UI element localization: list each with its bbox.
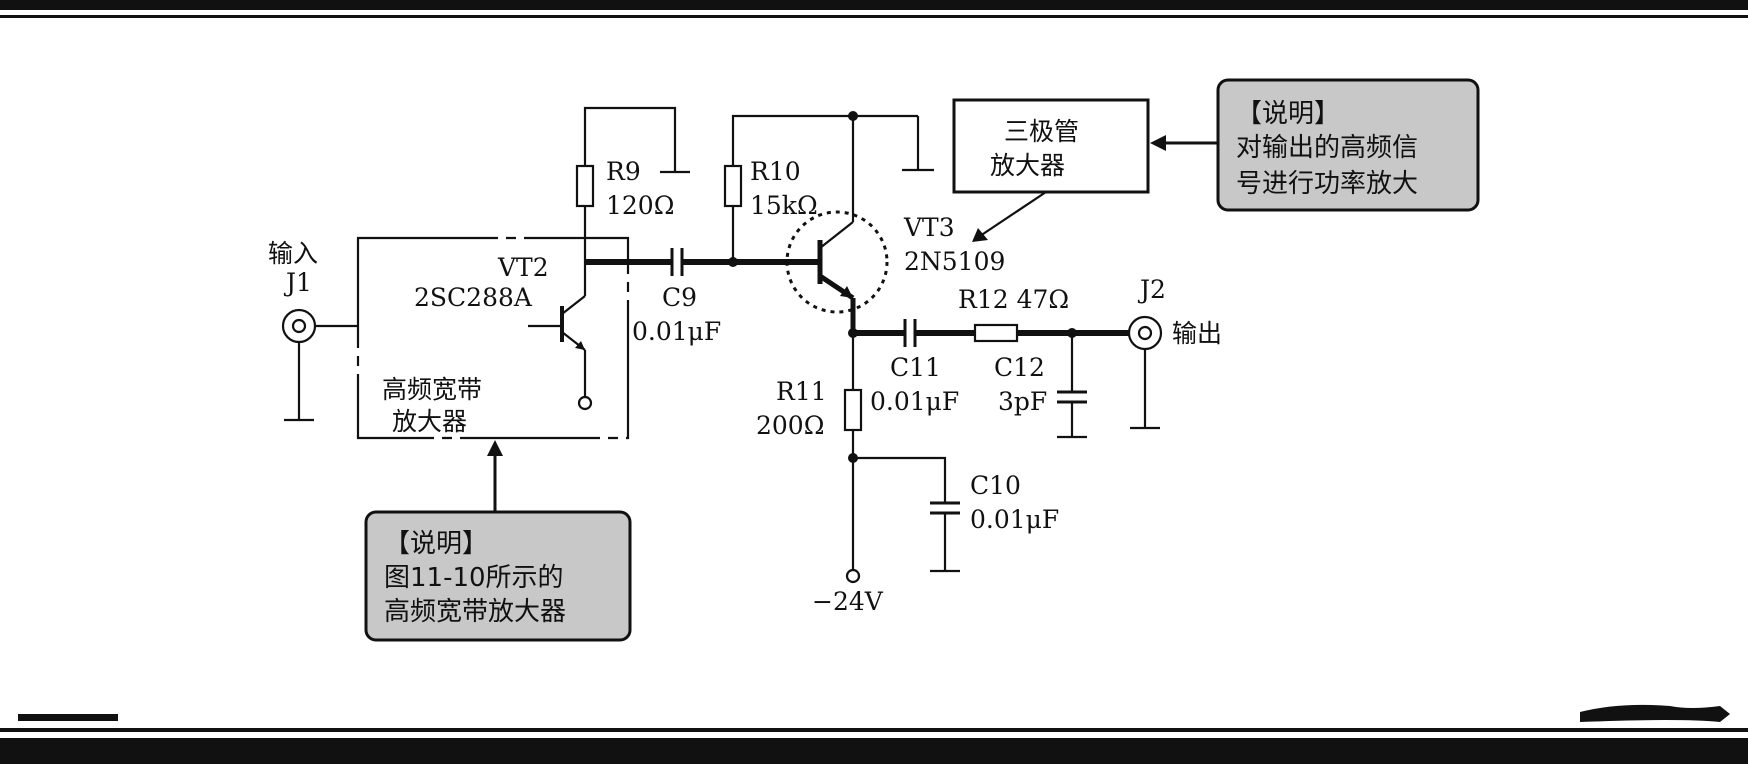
input-label: 输入	[268, 239, 318, 268]
r12-resistor	[973, 323, 1019, 343]
r10-resistor	[723, 114, 853, 262]
hf-amp-module-box	[356, 236, 630, 440]
corner-mark	[1580, 704, 1730, 722]
top-border-line	[0, 15, 1748, 18]
j2-label: J2	[1137, 275, 1166, 304]
note-bottom-title: 【说明】	[384, 529, 488, 559]
j1-connector	[281, 308, 358, 422]
note-right-line1: 对输出的高频信	[1236, 133, 1418, 163]
transistor-amp-line2: 放大器	[990, 151, 1065, 180]
vt3-part-label: 2N5109	[904, 247, 1005, 276]
note-bottom-line2: 高频宽带放大器	[384, 597, 566, 627]
output-label: 输出	[1172, 319, 1222, 348]
hf-amp-label-line1: 高频宽带	[382, 375, 482, 404]
r10-value: 15kΩ	[750, 191, 818, 220]
vt3-transistor	[785, 116, 889, 333]
r11-resistor	[843, 333, 863, 570]
bottom-border-bar	[0, 738, 1748, 764]
r9-label: R9	[606, 157, 641, 186]
transistor-amp-line1: 三极管	[1004, 117, 1079, 146]
top-border-bar	[0, 0, 1748, 10]
note-right-box	[1216, 78, 1480, 212]
c12-value: 3pF	[998, 387, 1047, 416]
c9-capacitor	[670, 248, 684, 276]
c10-value: 0.01μF	[970, 505, 1059, 534]
note-bottom-box	[364, 510, 632, 642]
note-right-title: 【说明】	[1236, 99, 1340, 129]
supply-label: −24V	[812, 587, 884, 616]
transistor-amp-callout	[952, 98, 1150, 242]
r11-value: 200Ω	[756, 411, 824, 440]
arrow-note-to-callout	[1150, 135, 1218, 151]
vt2-part-label: 2SC288A	[414, 283, 533, 312]
vt2-label: VT2	[497, 253, 549, 282]
bottom-border-line	[0, 728, 1748, 732]
note-bottom-line1: 图11-10所示的	[384, 563, 564, 593]
r11-label: R11	[776, 377, 827, 406]
r12-label: R12 47Ω	[958, 285, 1069, 314]
note-right-line2: 号进行功率放大	[1236, 169, 1418, 199]
supply-terminal	[845, 568, 861, 584]
r9-value: 120Ω	[606, 191, 674, 220]
r9-resistor	[575, 106, 690, 262]
arrow-note-to-module	[487, 440, 503, 512]
c11-capacitor	[903, 319, 917, 347]
c12-capacitor	[1057, 333, 1087, 439]
r10-label: R10	[750, 157, 801, 186]
c10-capacitor	[853, 456, 960, 573]
j1-label: J1	[283, 268, 312, 297]
c9-label: C9	[662, 283, 697, 312]
c11-label: C11	[890, 353, 941, 382]
footer-mark	[18, 714, 118, 721]
hf-amp-label-line2: 放大器	[392, 407, 467, 436]
vt2-transistor	[528, 262, 593, 411]
vt3-label: VT3	[903, 213, 955, 242]
c9-value: 0.01μF	[632, 317, 721, 346]
c10-label: C10	[970, 471, 1021, 500]
c12-label: C12	[994, 353, 1045, 382]
c11-value: 0.01μF	[870, 387, 959, 416]
j2-connector	[1127, 315, 1163, 430]
